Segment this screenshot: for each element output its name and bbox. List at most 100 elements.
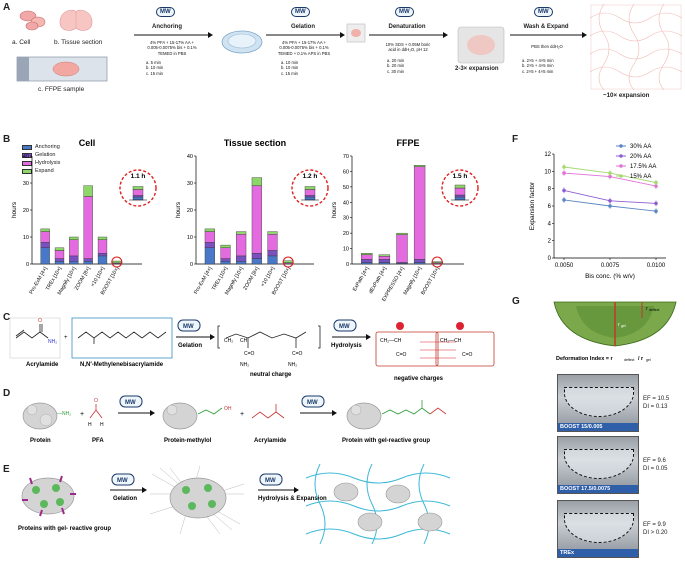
bar-segment-hydrolysis: [251, 185, 262, 254]
denaturation-result: 2-3× expansion: [455, 66, 499, 72]
bar-segment-expand: [361, 252, 373, 255]
bar-segment-expand: [69, 236, 79, 240]
denaturation-title: Denaturation: [388, 24, 426, 30]
svg-text:—NH₂: —NH₂: [57, 411, 71, 417]
gelation-label-c: Gelation: [178, 343, 202, 349]
svg-text:C=O: C=O: [292, 351, 303, 357]
denaturation-times: a. 20 min b. 20 min c. 30 min: [387, 58, 405, 74]
y-tick-label: 10: [544, 169, 551, 175]
data-point: [654, 209, 658, 213]
di-value: DI > 0.20: [643, 529, 668, 536]
svg-text:O: O: [38, 318, 42, 324]
denaturation-text: 10% SDS + 0.05M boric acid in ddH₂O, pH …: [385, 42, 431, 53]
legend-label: 15% AA: [630, 174, 651, 180]
svg-text:r: r: [618, 322, 620, 328]
legend-label: 30% AA: [630, 144, 651, 150]
panel-label-b: B: [3, 134, 11, 145]
mw-badge-denaturation: MW: [395, 7, 414, 17]
bar-segment-hydrolysis: [220, 247, 231, 259]
bar-segment-gelation: [97, 252, 108, 257]
protein-blob-1: [22, 402, 58, 430]
medium-gel-illustration: [457, 26, 505, 64]
cell-label: a. Cell: [12, 39, 31, 46]
bar-segment-expand: [54, 247, 65, 251]
data-point: [654, 184, 658, 188]
zoom-bar-segment-hydrolysis: [304, 189, 316, 196]
methylol-label: Protein-methylol: [164, 438, 212, 444]
mw-badge-c2: MW: [339, 324, 350, 330]
gelation-title: Gelation: [290, 24, 315, 30]
mw-badge-d2: MW: [307, 400, 318, 406]
svg-text:H: H: [88, 422, 92, 428]
y-tick-label: 10: [187, 235, 193, 241]
zoom-bar-segment-anchoring: [304, 196, 316, 201]
bar-segment-hydrolysis: [361, 254, 373, 260]
zoom-bar-segment-gelation: [304, 195, 316, 198]
bar-segment-hydrolysis: [378, 256, 391, 260]
bis-acrylamide-structure: [71, 317, 173, 359]
y-tick-label: 30: [343, 216, 349, 222]
bar-segment-expand: [236, 231, 247, 235]
y-tick-label: 40: [343, 200, 349, 206]
highlight-circle-small: [431, 256, 443, 268]
y-tick-label: 4: [548, 221, 552, 227]
bar-segment-hydrolysis: [204, 231, 215, 243]
svg-text:gel: gel: [646, 358, 651, 362]
y-tick-label: 70: [343, 154, 349, 160]
protein-blob-3: [346, 402, 382, 430]
mw-badge-gelation: MW: [291, 7, 310, 17]
negative-label: negative charges: [394, 376, 444, 382]
protein-label: Protein: [30, 438, 51, 444]
y-tick-label: 20: [343, 231, 349, 237]
legend-label: Hydrolysis: [35, 160, 61, 166]
arrow-gelation: [266, 32, 345, 38]
sample-label: TREx: [558, 549, 638, 557]
y-axis-label: Expansion factor: [529, 181, 536, 230]
bar-segment-anchoring: [69, 261, 79, 265]
y-tick-label: 0: [26, 262, 29, 268]
di-value: DI = 0.05: [643, 465, 668, 472]
pfa-label: PFA: [92, 438, 104, 444]
legend-label: Anchoring: [35, 144, 60, 150]
legend-marker: [619, 154, 623, 158]
bar-segment-expand: [112, 260, 122, 264]
zoom-bar-segment-gelation: [454, 194, 466, 198]
y-tick-label: 8: [548, 187, 552, 193]
legend-item-gelation: Gelation: [22, 151, 60, 159]
ef-value: EF = 10.5: [643, 396, 670, 402]
bar-segment-expand: [40, 228, 50, 232]
ffpe-slide-illustration: [16, 56, 108, 82]
bar-segment-gelation: [413, 259, 426, 263]
bar-segment-anchoring: [413, 262, 426, 265]
proteins-label: Proteins with gel- reactive group: [18, 526, 111, 532]
ffpe-label: c. FFPE sample: [38, 86, 85, 93]
y-tick-label: 30: [23, 181, 29, 187]
panel-label-e: E: [3, 464, 10, 475]
highlight-circle-small: [282, 256, 294, 268]
bar-segment-anchoring: [204, 247, 215, 265]
legend-marker: [619, 144, 623, 148]
anchoring-title: Anchoring: [152, 24, 182, 30]
wash-text: PBS then ddH₂O: [531, 44, 563, 49]
x-axis-label: Bis conc. (% w/v): [585, 273, 635, 280]
x-tick-label: Pro-ExM [4×]: [28, 266, 49, 296]
bar-segment-expand: [204, 228, 215, 232]
svg-text:deflect: deflect: [624, 358, 634, 362]
svg-text:+: +: [80, 411, 84, 418]
y-tick-label: 30: [187, 181, 193, 187]
svg-text:+: +: [64, 335, 68, 341]
bar-segment-anchoring: [97, 255, 108, 265]
bar-segment-anchoring: [361, 262, 373, 265]
chart-title: Tissue section: [224, 138, 286, 148]
legend-swatch: [22, 168, 32, 174]
x-tick-label: ZOOM [8×]: [242, 266, 260, 292]
bar-segment-anchoring: [251, 258, 262, 265]
bar-segment-gelation: [378, 259, 391, 263]
mw-badge-wash: MW: [534, 7, 553, 17]
neutral-polymer: [217, 325, 321, 349]
svg-text:CH₂: CH₂: [224, 338, 233, 344]
